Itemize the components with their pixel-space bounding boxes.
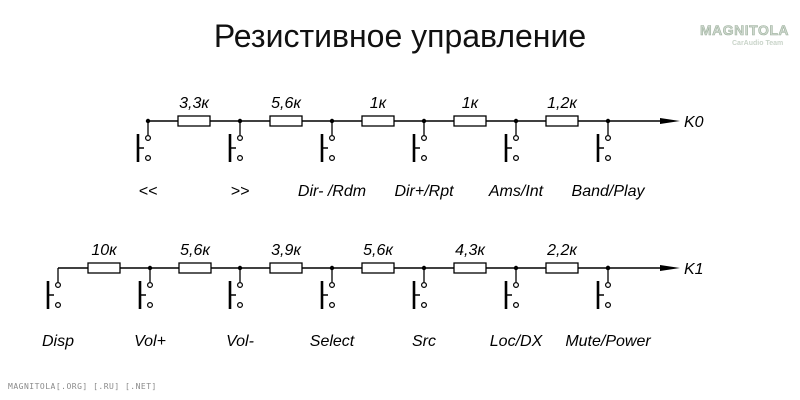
button-label: << [139,183,158,200]
push-button-symbol [228,121,244,162]
push-button-symbol [320,121,336,162]
resistor-value: 1к [462,95,480,112]
resistor [361,115,395,127]
button-label: Dir+/Rpt [394,183,454,200]
resistor-value: 4,3к [455,242,486,259]
arrow-icon [660,118,680,124]
logo: MAGNITOLA CarAudio Team [700,22,796,54]
button-label: Band/Play [572,183,646,200]
resistor [178,262,212,274]
button-label: >> [231,183,250,200]
junction-dot [605,265,611,271]
resistor [269,115,303,127]
button-label: Vol- [226,333,254,350]
resistor-value: 5,6к [363,242,394,259]
push-button-symbol [136,121,152,162]
line-label-K0: K0 [684,114,704,131]
button-label: Vol+ [134,333,166,350]
watermark: MAGNITOLA[.ORG] [.RU] [.NET] [8,382,157,391]
push-button-symbol [596,268,611,309]
page-title: Резистивное управление [213,18,587,54]
resistor-value: 3,3к [179,95,210,112]
push-button-symbol [504,121,519,162]
resistor-value: 1,2к [547,95,578,112]
push-button-symbol [504,268,519,309]
resistor-value: 5,6к [271,95,302,112]
push-button-symbol [596,121,611,162]
logo-text: MAGNITOLA [700,22,790,39]
button-label: Dir- /Rdm [298,183,366,200]
push-button-symbol [46,268,61,309]
resistor [87,262,121,274]
push-button-symbol [228,268,244,309]
button-label: Disp [42,333,74,350]
resistor-value: 5,6к [180,242,211,259]
resistor [545,115,579,127]
push-button-symbol [138,268,154,309]
button-label: Src [412,333,436,350]
resistor-value: 1к [370,95,388,112]
line-label-K1: K1 [684,261,704,278]
logo-subtext: CarAudio Team [732,40,784,47]
button-label: Ams/Int [488,183,544,200]
resistor [177,115,211,127]
push-button-symbol [320,268,336,309]
push-button-symbol [412,121,428,162]
resistor [453,262,487,274]
resistor [453,115,487,127]
button-label: Mute/Power [565,333,651,350]
button-label: Loc/DX [490,333,544,350]
button-label: Select [310,333,355,350]
resistor-value: 2,2к [546,242,578,259]
resistor [545,262,579,274]
resistor-value: 3,9к [271,242,302,259]
resistor [361,262,395,274]
push-button-symbol [412,268,428,309]
resistor-value: 10к [91,242,118,259]
arrow-icon [660,265,680,271]
resistor [269,262,303,274]
